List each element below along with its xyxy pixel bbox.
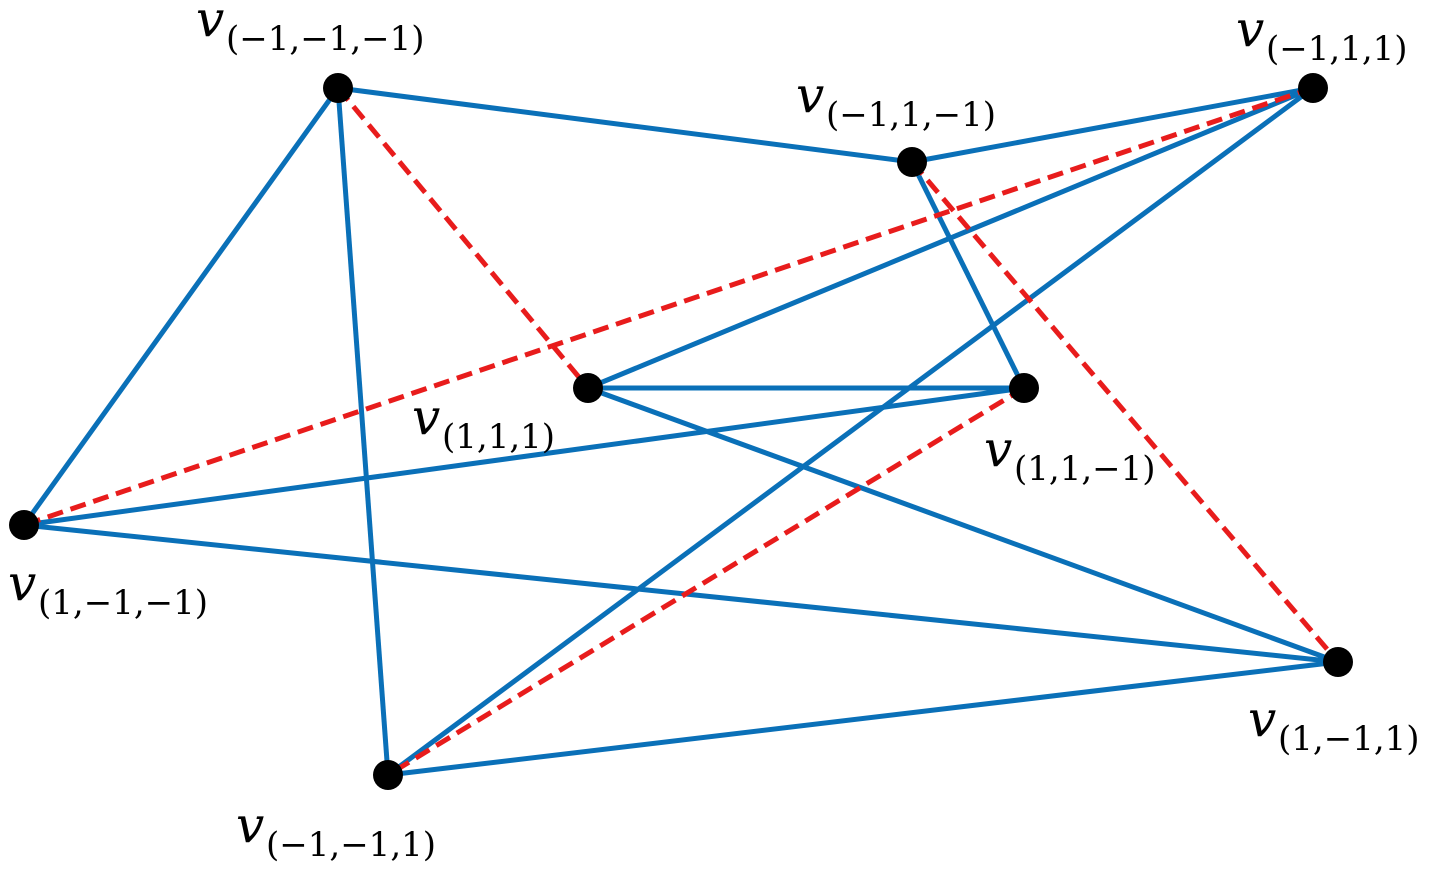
solid-edge-n_mmp-n_pmp	[387, 659, 1339, 778]
vertex-label-n_mmm: v(−1,−1,−1)	[196, 0, 425, 59]
vertex-subscript: (1,−1,−1)	[38, 583, 208, 623]
vertex-n_pmp	[1323, 647, 1353, 677]
solid-edge-n_pmm-n_ppm	[23, 385, 1025, 528]
vertex-symbol: v	[1248, 690, 1276, 748]
vertex-n_mmp	[373, 760, 403, 790]
vertex-n_mmm	[323, 73, 353, 103]
vertex-n_mpp	[1298, 73, 1328, 103]
dashed-edges-group	[23, 85, 1340, 778]
vertex-symbol: v	[236, 796, 264, 854]
solid-edge-n_mmm-n_pmm	[21, 86, 341, 527]
vertex-subscript: (1,−1,1)	[1278, 719, 1420, 759]
vertex-symbol: v	[796, 66, 824, 124]
solid-edge-n_mpm-n_ppm	[909, 160, 1027, 390]
vertex-label-n_mpp: v(−1,1,1)	[1236, 0, 1408, 69]
vertex-label-n_ppp: v(1,1,1)	[412, 388, 555, 457]
nodes-group	[9, 73, 1353, 790]
vertex-symbol: v	[1236, 0, 1264, 58]
vertex-subscript: (−1,−1,−1)	[226, 19, 425, 59]
vertex-symbol: v	[984, 420, 1012, 478]
dashed-edge-n_mmm-n_ppp	[336, 86, 590, 390]
vertex-subscript: (−1,−1,1)	[266, 825, 436, 865]
solid-edge-n_mpp-n_mmp	[386, 85, 1315, 778]
vertex-n_ppm	[1009, 373, 1039, 403]
vertex-subscript: (−1,1,1)	[1266, 29, 1408, 69]
solid-edge-n_mpm-n_mpp	[911, 85, 1314, 165]
solid-edges-group	[21, 85, 1339, 778]
vertex-subscript: (1,1,−1)	[1014, 449, 1156, 489]
dashed-edge-n_mpp-n_pmm	[23, 85, 1314, 528]
vertex-symbol: v	[8, 554, 36, 612]
dashed-edge-n_ppm-n_mmp	[386, 385, 1026, 778]
solid-edge-n_mmm-n_mmp	[335, 87, 391, 776]
vertex-label-n_mpm: v(−1,1,−1)	[796, 66, 996, 135]
solid-edge-n_mpp-n_ppp	[587, 85, 1314, 391]
solid-edge-n_pmm-n_pmp	[23, 522, 1339, 665]
vertex-symbol: v	[412, 388, 440, 446]
vertex-subscript: (1,1,1)	[442, 417, 555, 457]
vertex-n_mpm	[897, 147, 927, 177]
vertex-label-n_pmp: v(1,−1,1)	[1248, 690, 1420, 759]
vertex-symbol: v	[196, 0, 224, 48]
node-labels-group: v(−1,−1,−1)v(−1,1,−1)v(−1,1,1)v(1,1,1)v(…	[8, 0, 1420, 865]
solid-edge-n_mmm-n_mpm	[337, 85, 913, 165]
dashed-edge-n_mpm-n_pmp	[910, 160, 1340, 664]
solid-edge-n_ppp-n_pmp	[587, 385, 1339, 665]
vertex-n_ppp	[573, 373, 603, 403]
vertex-label-n_mmp: v(−1,−1,1)	[236, 796, 436, 865]
vertex-label-n_ppm: v(1,1,−1)	[984, 420, 1156, 489]
vertex-subscript: (−1,1,−1)	[826, 95, 996, 135]
vertex-label-n_pmm: v(1,−1,−1)	[8, 554, 208, 623]
vertex-n_pmm	[9, 510, 39, 540]
